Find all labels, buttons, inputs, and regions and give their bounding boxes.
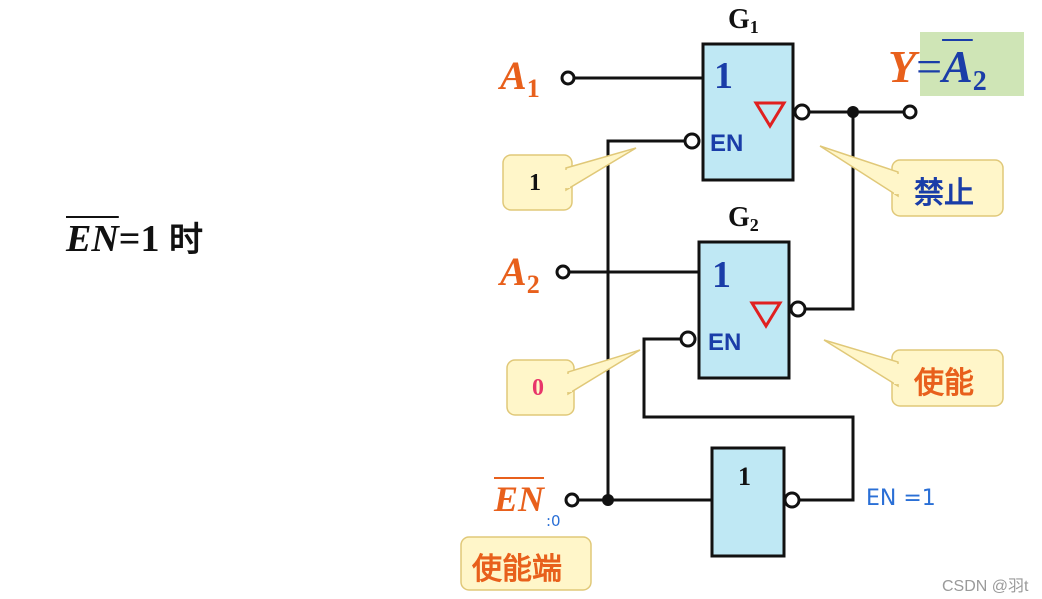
callout-g2-state-text: 使能 bbox=[914, 366, 974, 401]
gate-g1-en-label: EN bbox=[710, 130, 744, 157]
callout-en-terminal bbox=[460, 536, 592, 591]
callout-en-terminal-text: 使能端 bbox=[472, 552, 562, 587]
output-expression: Y=A2 bbox=[888, 41, 987, 97]
en-junction-dot bbox=[602, 494, 614, 506]
g2-tristate-triangle bbox=[749, 301, 783, 329]
output-highlight bbox=[920, 32, 1024, 96]
g1-tristate-triangle bbox=[753, 101, 787, 129]
watermark: CSDN @羽t bbox=[942, 578, 1029, 595]
condition-eq: =1 bbox=[118, 218, 160, 260]
output-junction-dot bbox=[847, 106, 859, 118]
input-a2-label: A2 bbox=[500, 249, 540, 299]
input-en-bar-label: EN bbox=[494, 479, 545, 519]
callout-g2-state bbox=[823, 339, 1004, 407]
callout-g1-state bbox=[819, 145, 1004, 217]
g2-en-bubble bbox=[679, 330, 697, 348]
condition-en: EN bbox=[66, 218, 119, 260]
en-terminal bbox=[564, 492, 580, 508]
gate-g1-name: G1 bbox=[728, 4, 759, 37]
gate-g2-name: G2 bbox=[728, 202, 759, 235]
g1-output-bubble bbox=[793, 103, 811, 121]
inverter-body bbox=[710, 446, 786, 558]
handwritten-inverter-output: EN =1 bbox=[866, 486, 936, 511]
input-a1-label: A1 bbox=[500, 53, 540, 103]
gate-g2-en-label: EN bbox=[708, 329, 742, 356]
callout-g1-state-text: 禁止 bbox=[914, 176, 974, 211]
condition-suffix: 时 bbox=[168, 220, 203, 260]
g2-output-bubble bbox=[789, 300, 807, 318]
callout-g1-en-text: 1 bbox=[529, 170, 541, 196]
inverter-output-bubble bbox=[783, 491, 801, 509]
inverter-symbol: 1 bbox=[738, 462, 751, 491]
y-terminal bbox=[902, 104, 918, 120]
g1-en-bubble bbox=[683, 132, 701, 150]
callout-g1-en bbox=[502, 147, 637, 211]
callout-g2-en-text: 0 bbox=[532, 375, 544, 401]
gate-g1-symbol: 1 bbox=[714, 55, 733, 97]
handwritten-en-value: :0 bbox=[546, 512, 561, 530]
gate-g2-symbol: 1 bbox=[712, 254, 731, 296]
callout-g2-en bbox=[506, 349, 641, 416]
condition-text: EN=1 时 bbox=[66, 212, 203, 261]
a2-terminal bbox=[555, 264, 571, 280]
a1-terminal bbox=[560, 70, 576, 86]
